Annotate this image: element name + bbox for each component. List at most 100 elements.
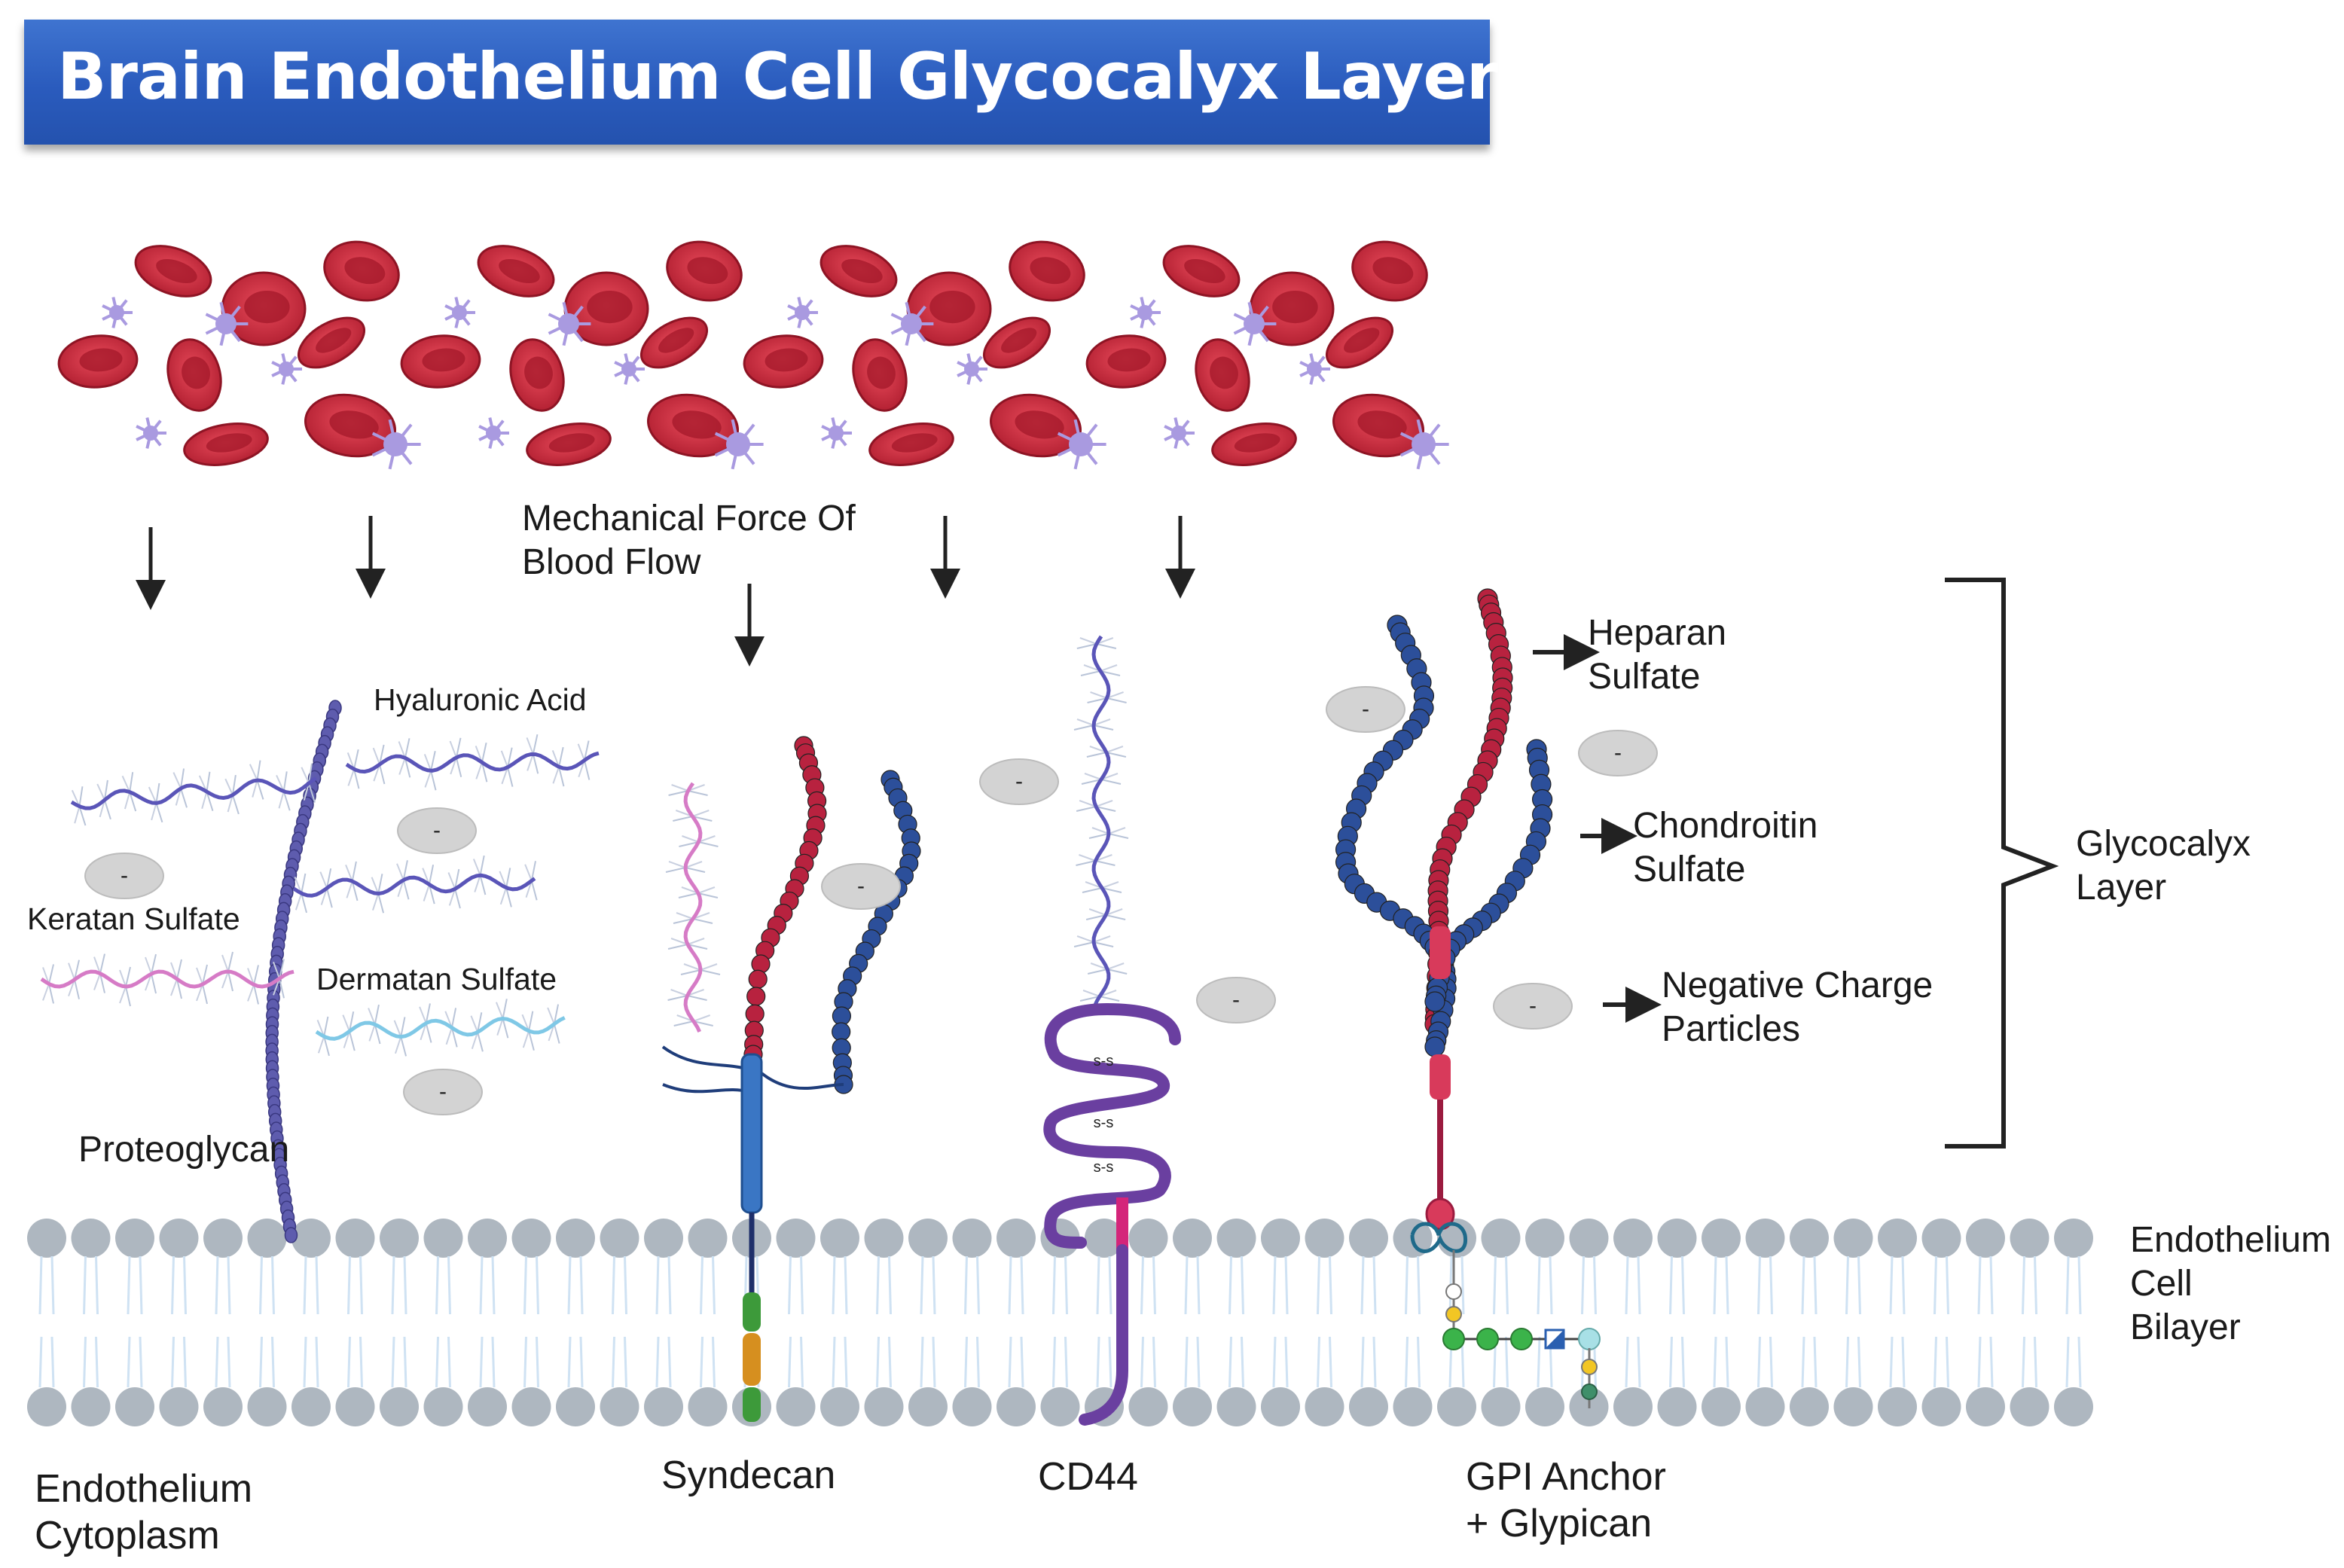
cd44-loop [1101,1003,1181,1045]
lipid-head [335,1387,375,1426]
heparan-sulfate-bead [748,969,768,989]
lipid-tail [127,1336,131,1388]
gag-bristle [1106,697,1127,703]
platelet-body [1412,432,1436,456]
hyaluronic-acid-chain-backbone [292,873,536,898]
gag-bristle [495,1002,504,1019]
lipid-head [27,1387,66,1426]
lipid-head [2054,1387,2093,1426]
red-blood-cell [526,423,612,466]
gag-bristle [129,772,134,792]
gag-bristle [454,889,461,909]
gag-bristle [349,1031,356,1051]
gag-bristle [470,1015,479,1033]
lipid-tail [1681,1336,1685,1388]
gag-bristle [377,893,385,914]
gag-bristle [1079,637,1097,645]
lipid-tail [1857,1255,1861,1315]
gag-bristle [688,790,708,796]
lipid-tail [976,1336,980,1388]
red-blood-cell-center [1184,258,1225,284]
gag-bristle [1082,887,1103,893]
lipid-tail [1977,1255,1982,1315]
gag-bristle [345,865,353,882]
negative-charge-particle: - [979,758,1059,805]
gag-bristle [687,938,705,945]
red-blood-cell [743,334,824,389]
lipid-head [1790,1387,1829,1426]
platelet [102,297,133,328]
gag-bristle [687,995,707,1001]
platelet-body [795,305,810,320]
gag-bristle [351,861,357,882]
gag-bristle [423,754,432,771]
gag-bristle [374,1004,380,1025]
lipid-head [468,1387,507,1426]
gag-bristle [474,874,481,892]
lipid-tail [920,1255,924,1315]
hyaluronic-acid-label: Hyaluronic Acid [374,682,587,717]
gag-bristle [670,938,688,945]
gag-bristle [1073,941,1094,947]
negative-charge-particle: - [1493,983,1573,1030]
gag-bristle [125,966,131,987]
gag-bristle [1076,935,1094,943]
lipid-tail [139,1255,143,1315]
lipid-tail [832,1255,836,1315]
negative-charge-body [979,758,1059,805]
gag-bristle [372,747,380,765]
red-blood-cell [1249,271,1335,346]
lipid-head [688,1387,728,1426]
lipid-tail [403,1255,407,1315]
disulfide-bond-label: s-s [1094,1053,1114,1069]
gag-bristle [1079,996,1100,1002]
gag-bristle [507,767,514,787]
platelet [1130,297,1161,328]
gpi-inositol [1578,1328,1601,1350]
lipid-tail [1405,1255,1409,1315]
platelet-body [964,361,979,377]
lipid-tail [171,1255,175,1315]
lipid-tail [920,1336,924,1388]
lipid-head [1702,1387,1741,1426]
gag-bristle [700,963,718,971]
proteoglycan-network [40,700,600,1243]
lipid-tail [1108,1336,1112,1388]
lipid-tail [359,1255,363,1315]
red-blood-cell-center [1372,257,1414,285]
gag-bristle [282,771,288,792]
lipid-tail [1857,1336,1861,1388]
lipid-tail [1184,1255,1189,1315]
lipid-tail [2034,1336,2037,1388]
lipid-tail [1052,1255,1056,1315]
lipid-tail [1757,1255,1761,1315]
negative-charge-body [1493,983,1573,1030]
lipid-tail [2065,1336,2070,1388]
lipid-head [1305,1387,1344,1426]
platelet [1399,419,1449,470]
lipid-tail [624,1255,627,1315]
lipid-tail [1889,1336,1894,1388]
platelet-body [1137,305,1152,320]
gag-bristle [323,1036,330,1057]
gag-bristle [155,803,163,823]
lipid-tail [1052,1336,1056,1388]
platelet [957,353,987,385]
red-blood-cell-center [1030,257,1071,285]
lipid-tail [1505,1255,1509,1315]
lipid-tail [1537,1336,1541,1388]
glycocalyx-line-1: Glycocalyx [2076,824,2251,864]
lipid-tail [1625,1336,1629,1388]
lipid-tail [1096,1336,1100,1388]
lipid-head [908,1387,948,1426]
negative-charge-particle: - [84,853,164,899]
platelet-body [558,313,579,334]
gag-bristle [1084,773,1102,780]
gag-bristle [301,873,307,894]
lipid-tail [38,1336,43,1388]
gag-bristle [1100,664,1118,672]
platelet-body [486,426,501,441]
negative-sign: - [1362,697,1369,721]
platelet-body [726,432,750,456]
gag-bristle [175,788,182,806]
